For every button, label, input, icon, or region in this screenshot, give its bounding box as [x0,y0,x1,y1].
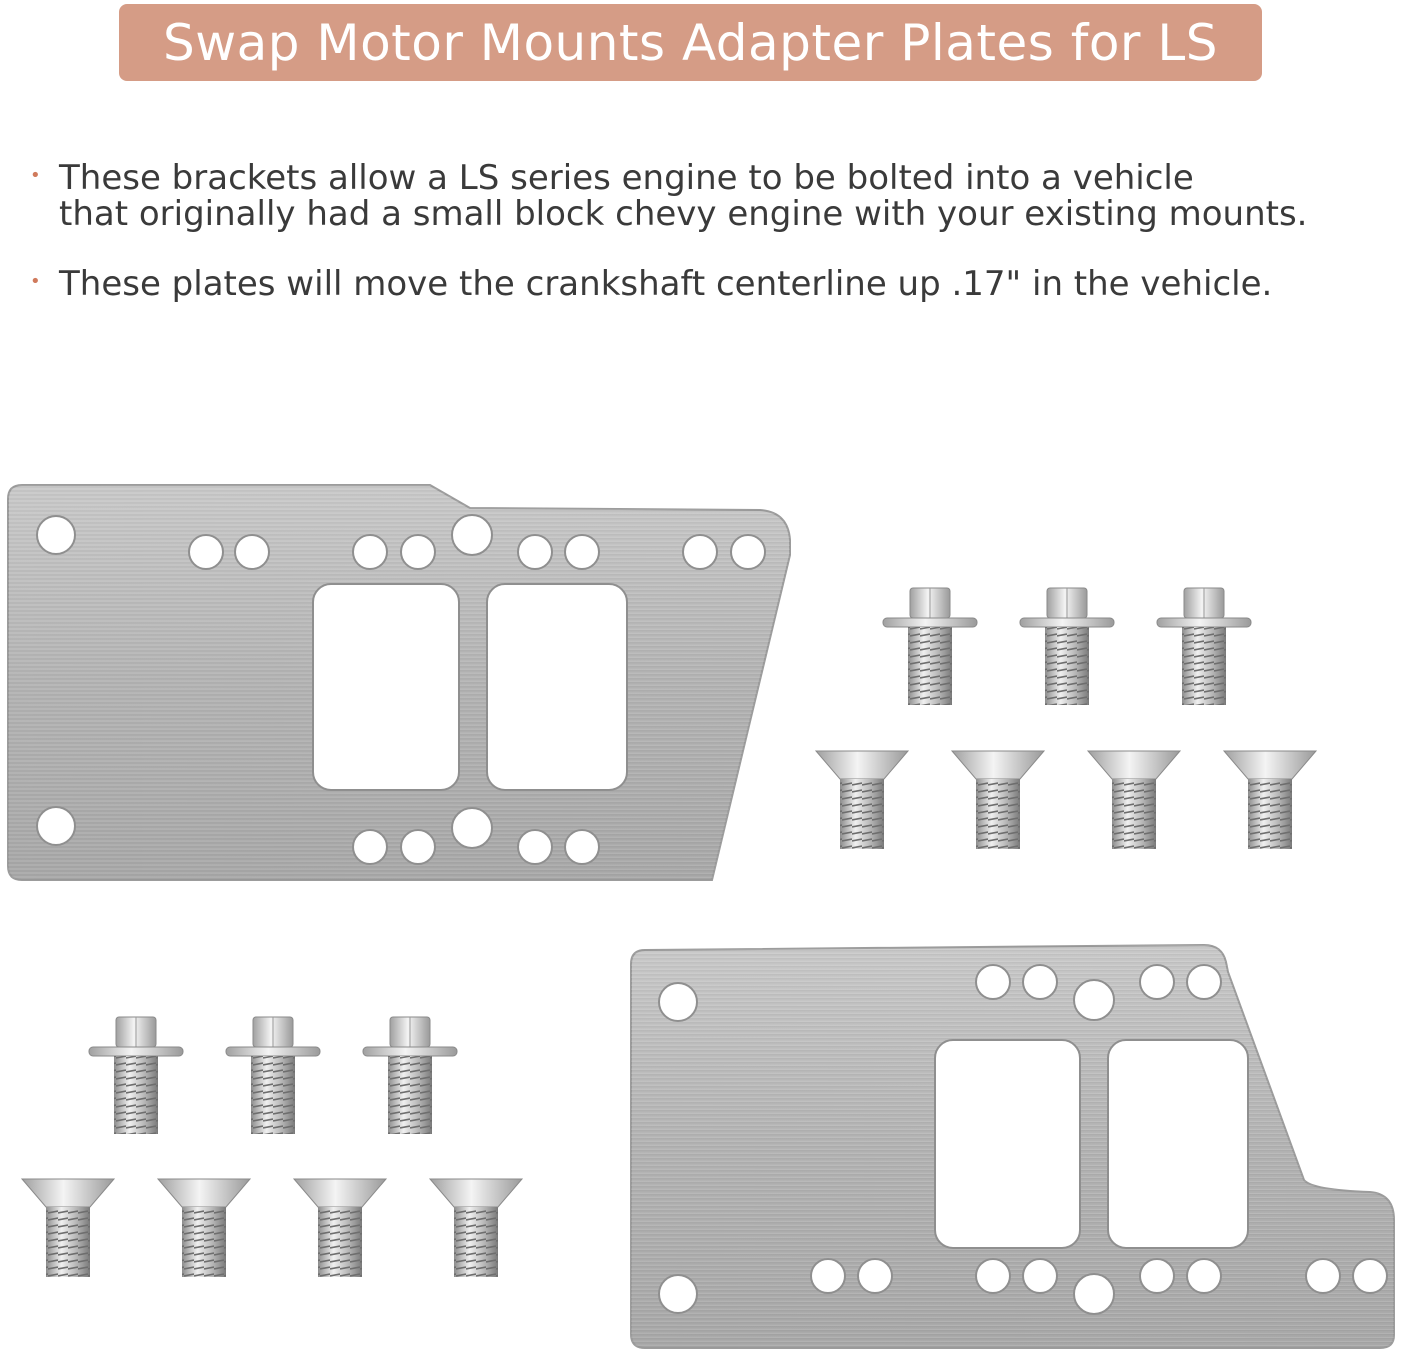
hex-bolt-icon [1019,587,1115,706]
bullet-dot-icon: • [30,271,41,292]
banner-title: Swap Motor Mounts Adapter Plates for LS [163,13,1218,72]
adapter-plate [7,484,791,881]
countersunk-bolt-icon [815,750,909,850]
bullet-text-line: that originally had a small block chevy … [59,194,1308,234]
hex-bolt-icon [1156,587,1252,706]
hex-bolt-icon [362,1016,458,1135]
title-banner: Swap Motor Mounts Adapter Plates for LS [119,4,1262,81]
countersunk-bolt-icon [157,1178,251,1278]
adapter-plate [630,943,1395,1349]
countersunk-bolt-icon [1223,750,1317,850]
bullet-text-line: These plates will move the crankshaft ce… [59,264,1273,304]
hex-bolt-icon [225,1016,321,1135]
hex-bolt-icon [882,587,978,706]
bullet-text-line: These brackets allow a LS series engine … [59,158,1194,198]
countersunk-bolt-icon [293,1178,387,1278]
countersunk-bolt-icon [951,750,1045,850]
hex-bolt-icon [88,1016,184,1135]
bullet-dot-icon: • [30,165,41,186]
countersunk-bolt-icon [1087,750,1181,850]
countersunk-bolt-icon [21,1178,115,1278]
countersunk-bolt-icon [429,1178,523,1278]
